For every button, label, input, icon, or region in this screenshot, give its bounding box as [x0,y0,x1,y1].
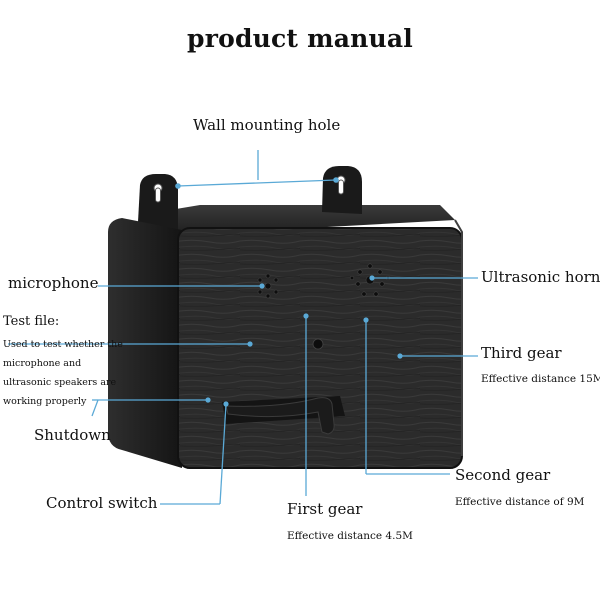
wall-mounting-tab-right [322,166,362,214]
device-side [108,218,182,468]
test-desc-line-1: Used to test whether the [3,339,123,350]
label-third-gear: Third gear [481,344,562,362]
ultrasonic-horn-holes [349,263,391,297]
test-desc-line-4: working properly [3,396,87,407]
control-switch-lever [225,397,335,435]
pointer-dots [175,177,403,407]
microphone-holes [257,273,279,299]
test-file-description: Used to test whether the microphone and … [3,335,123,411]
test-desc-line-2: microphone and [3,358,82,369]
wall-mounting-tab-left [138,174,178,230]
label-microphone: microphone [8,274,99,292]
test-desc-line-3: ultrasonic speakers are [3,377,117,388]
label-second-gear: Second gear [455,466,551,484]
page-title: product manual [187,24,413,53]
label-shutdown: Shutdown [34,426,111,444]
first-gear-distance: Effective distance 4.5M [287,530,413,542]
label-control-switch: Control switch [46,494,158,512]
label-wall-mounting-hole: Wall mounting hole [193,116,341,134]
label-first-gear: First gear [287,500,363,518]
test-button-hole [312,338,324,350]
third-gear-distance: Effective distance 15M [481,373,600,385]
label-test-file: Test file: [3,314,60,329]
leader-lines [8,150,478,505]
second-gear-distance: Effective distance of 9M [455,496,585,508]
label-ultrasonic-horn: Ultrasonic horn [481,268,600,286]
